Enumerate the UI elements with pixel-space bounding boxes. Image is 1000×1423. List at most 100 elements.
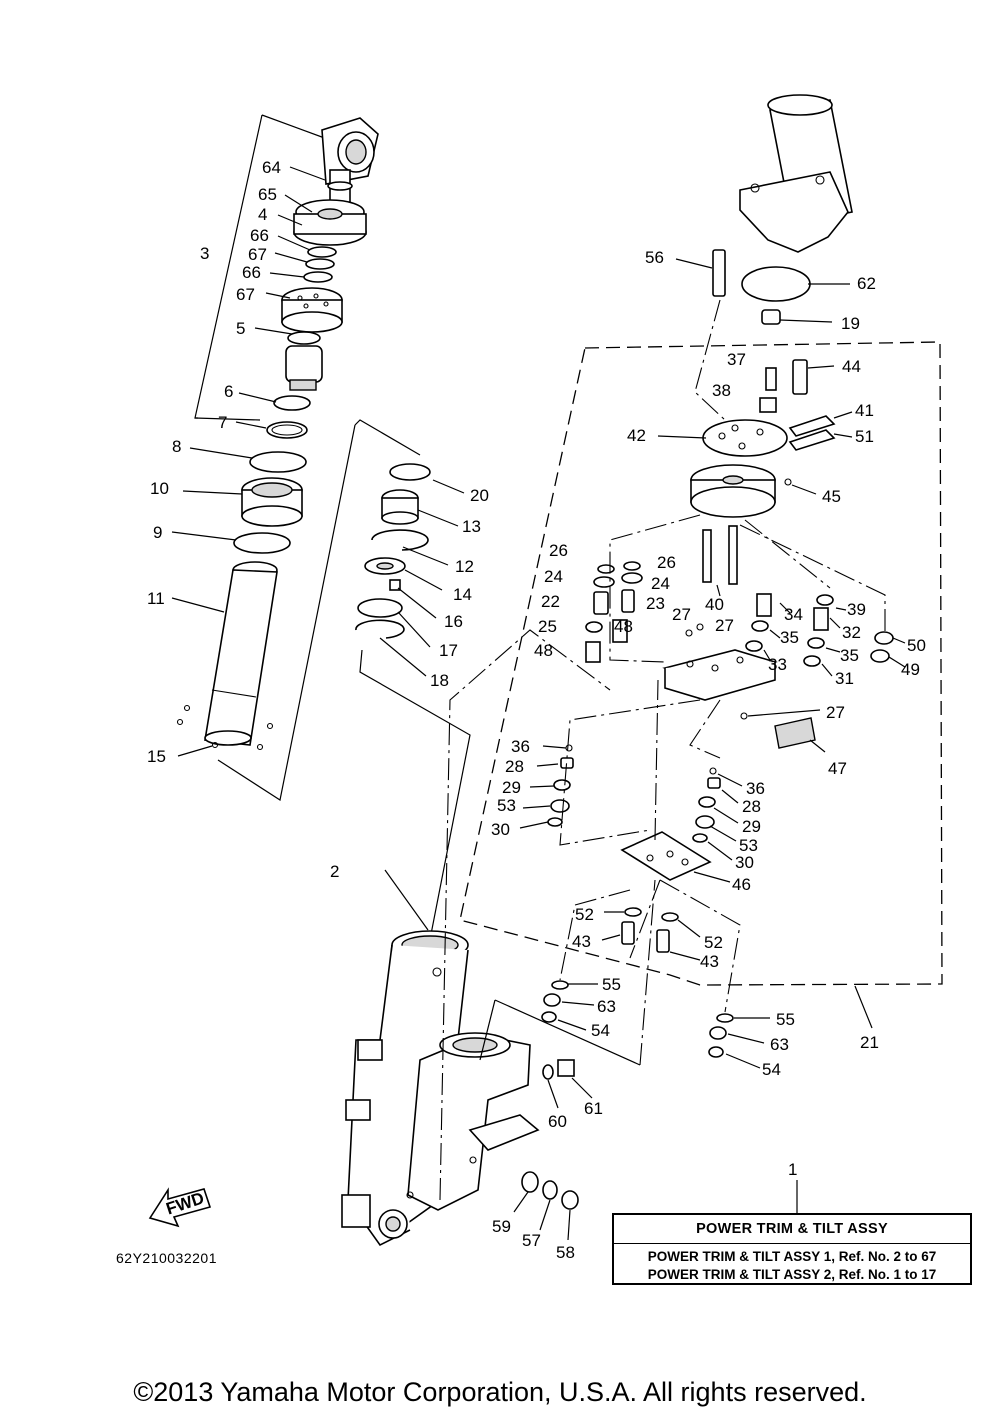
part-label-32: 32: [842, 623, 861, 642]
part-label-12: 12: [455, 557, 474, 576]
part-label-18: 18: [430, 671, 449, 690]
part-label-62: 62: [857, 274, 876, 293]
part-label-11: 11: [147, 589, 165, 608]
part-label-52: 52: [704, 933, 723, 952]
part-label-5: 5: [236, 319, 245, 338]
part-label-67: 67: [248, 245, 267, 264]
part-label-8: 8: [172, 437, 181, 456]
part-label-13: 13: [462, 517, 481, 536]
part-label-25: 25: [538, 617, 557, 636]
part-label-54: 54: [591, 1021, 610, 1040]
part-label-61: 61: [584, 1099, 603, 1118]
part-label-16: 16: [444, 612, 463, 631]
part-label-15: 15: [147, 747, 166, 766]
part-label-31: 31: [835, 669, 854, 688]
part-label-53: 53: [497, 796, 516, 815]
fittings: [521, 1059, 579, 1210]
part-label-66: 66: [250, 226, 269, 245]
part-label-37: 37: [727, 350, 746, 369]
part-label-27: 27: [826, 703, 845, 722]
title-box-heading: POWER TRIM & TILT ASSY: [696, 1221, 888, 1237]
tilt-rod-assembly: [176, 114, 379, 801]
part-label-22: 22: [541, 592, 560, 611]
part-label-27: 27: [672, 605, 691, 624]
part-label-39: 39: [847, 600, 866, 619]
part-label-33: 33: [768, 655, 787, 674]
part-label-52: 52: [575, 905, 594, 924]
part-label-29: 29: [502, 778, 521, 797]
part-label-48: 48: [614, 617, 633, 636]
part-label-26: 26: [549, 541, 568, 560]
motor-and-pump: [439, 94, 943, 1201]
part-label-46: 46: [732, 875, 751, 894]
part-label-35: 35: [780, 628, 799, 647]
part-label-63: 63: [770, 1035, 789, 1054]
part-label-38: 38: [712, 381, 731, 400]
title-box-line1: POWER TRIM & TILT ASSY 1, Ref. No. 2 to …: [647, 1249, 937, 1264]
part-label-63: 63: [597, 997, 616, 1016]
part-label-19: 19: [841, 314, 860, 333]
copyright-notice: ©2013 Yamaha Motor Corporation, U.S.A. A…: [133, 1377, 867, 1407]
part-label-23: 23: [646, 594, 665, 613]
part-label-7: 7: [218, 413, 227, 432]
part-label-36: 36: [746, 779, 765, 798]
part-label-30: 30: [491, 820, 510, 839]
part-label-64: 64: [262, 158, 281, 177]
part-label-10: 10: [150, 479, 169, 498]
part-label-50: 50: [907, 636, 926, 655]
part-label-35: 35: [840, 646, 859, 665]
cylinder-body: [341, 930, 641, 1247]
part-label-9: 9: [153, 523, 162, 542]
part-label-43: 43: [700, 952, 719, 971]
part-label-51: 51: [855, 427, 874, 446]
part-label-3: 3: [200, 244, 209, 263]
part-label-17: 17: [439, 641, 458, 660]
part-label-41: 41: [855, 401, 874, 420]
part-label-27: 27: [715, 616, 734, 635]
title-box: POWER TRIM & TILT ASSY POWER TRIM & TILT…: [612, 1213, 972, 1285]
part-label-55: 55: [602, 975, 621, 994]
part-label-48: 48: [534, 641, 553, 660]
title-box-line2: POWER TRIM & TILT ASSY 2, Ref. No. 1 to …: [647, 1267, 937, 1282]
part-label-14: 14: [453, 585, 472, 604]
fwd-arrow-icon: FWD: [148, 1187, 212, 1228]
part-label-44: 44: [842, 357, 861, 376]
part-label-54: 54: [762, 1060, 781, 1079]
part-label-30: 30: [735, 853, 754, 872]
part-label-65: 65: [258, 185, 277, 204]
leader-lines: [171, 166, 906, 1241]
part-label-67: 67: [236, 285, 255, 304]
part-label-59: 59: [492, 1217, 511, 1236]
part-label-49: 49: [901, 660, 920, 679]
part-code: 62Y210032201: [116, 1250, 217, 1266]
part-label-56: 56: [645, 248, 664, 267]
part-label-58: 58: [556, 1243, 575, 1262]
part-label-53: 53: [739, 836, 758, 855]
manual-valve-parts: [354, 419, 471, 971]
title-box-divider: [614, 1243, 970, 1244]
part-label-6: 6: [224, 382, 233, 401]
part-label-4: 4: [258, 205, 267, 224]
part-label-60: 60: [548, 1112, 567, 1131]
part-label-1: 1: [788, 1160, 797, 1179]
part-label-43: 43: [572, 932, 591, 951]
part-label-20: 20: [470, 486, 489, 505]
part-label-24: 24: [544, 567, 563, 586]
part-label-29: 29: [742, 817, 761, 836]
part-label-28: 28: [505, 757, 524, 776]
part-label-24: 24: [651, 574, 670, 593]
part-label-36: 36: [511, 737, 530, 756]
part-label-47: 47: [828, 759, 847, 778]
part-label-21: 21: [860, 1033, 879, 1052]
part-label-40: 40: [705, 595, 724, 614]
part-label-28: 28: [742, 797, 761, 816]
part-label-66: 66: [242, 263, 261, 282]
part-label-2: 2: [330, 862, 339, 881]
part-label-55: 55: [776, 1010, 795, 1029]
part-label-26: 26: [657, 553, 676, 572]
part-label-34: 34: [784, 605, 803, 624]
part-label-57: 57: [522, 1231, 541, 1250]
part-label-42: 42: [627, 426, 646, 445]
